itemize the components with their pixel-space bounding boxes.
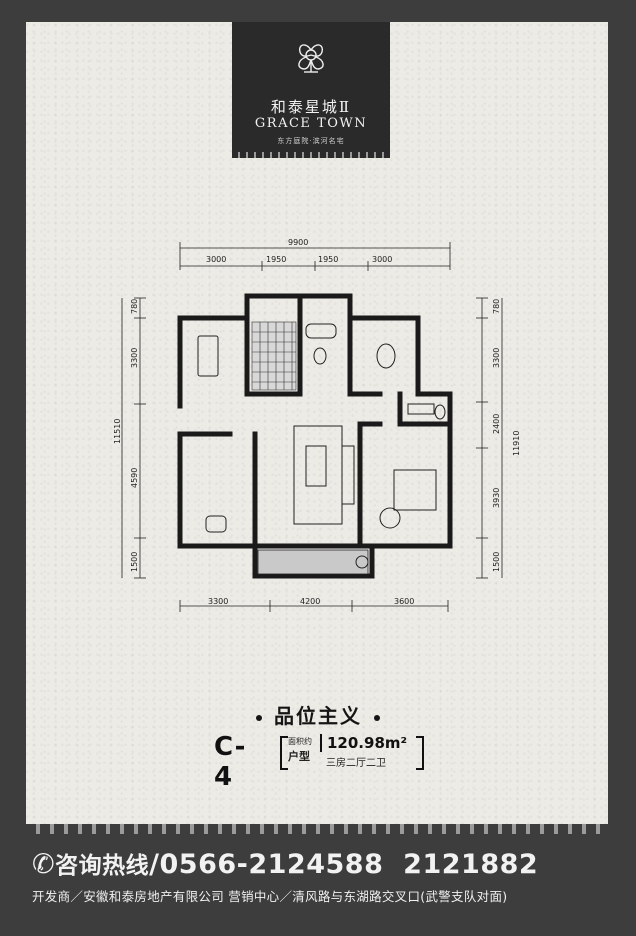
- brand-name-en: GRACE TOWN: [254, 116, 368, 131]
- logo-ornament-border: [232, 152, 390, 158]
- flower-emblem-icon: [298, 44, 324, 73]
- hotline: ✆咨询热线/0566-2124588 2121882: [32, 846, 538, 880]
- brand-logo-block: 和泰星城Ⅱ GRACE TOWN 东方庭院·滨河名宅: [232, 22, 390, 158]
- dim-bottom-seg: 3300: [208, 597, 228, 606]
- phone-number-2: 2121882: [403, 849, 539, 880]
- dim-bottom-seg: 3600: [394, 597, 414, 606]
- dim-right-seg: 1500: [492, 552, 501, 572]
- unit-bracket-right: [416, 736, 424, 770]
- unit-area-label: 面积约: [288, 737, 312, 746]
- brand-name-cn: 和泰星城Ⅱ: [270, 98, 352, 116]
- dim-bottom-seg: 4200: [300, 597, 320, 606]
- unit-bracket-left: [280, 736, 288, 770]
- unit-area-value: 120.98m²: [320, 734, 407, 752]
- hotline-separator: /: [149, 849, 160, 880]
- bullet-dot-left: [256, 714, 262, 721]
- dim-left-seg: 4590: [130, 468, 139, 488]
- dim-left-seg: 780: [130, 299, 139, 314]
- ornament-divider: [26, 824, 608, 834]
- dim-top-seg: 1950: [318, 255, 338, 264]
- unit-type-label: 户型: [288, 750, 310, 763]
- dim-right-seg: 3930: [492, 488, 501, 508]
- dim-top-total: 9900: [288, 238, 308, 247]
- unit-code: C-4: [214, 732, 247, 792]
- brand-tagline: 东方庭院·滨河名宅: [277, 137, 345, 145]
- dim-right-seg: 2400: [492, 414, 501, 434]
- bullet-dot-right: [374, 714, 380, 721]
- floor-plan: 9900 3000 1950 1950 3000 3300 4200 3600 …: [113, 238, 521, 612]
- dim-right-seg: 780: [492, 299, 501, 314]
- dim-right-seg: 3300: [492, 348, 501, 368]
- dim-top-seg: 1950: [266, 255, 286, 264]
- phone-icon: ✆: [32, 849, 56, 880]
- dim-left-seg: 1500: [130, 552, 139, 572]
- hotline-label: 咨询热线: [55, 853, 150, 879]
- headline: 品位主义: [0, 700, 636, 729]
- dim-right-total: 11910: [512, 431, 521, 456]
- dim-top-seg: 3000: [206, 255, 226, 264]
- dim-left-total: 11510: [113, 419, 122, 444]
- dim-left-seg: 3300: [130, 348, 139, 368]
- headline-text: 品位主义: [274, 704, 362, 728]
- unit-rooms: 三房二厅二卫: [326, 758, 386, 769]
- dim-top-seg: 3000: [372, 255, 392, 264]
- phone-number-1: 0566-2124588: [159, 849, 384, 880]
- footer-info: 开发商／安徽和泰房地产有限公司 营销中心／清风路与东湖路交叉口(武警支队对面): [32, 889, 508, 904]
